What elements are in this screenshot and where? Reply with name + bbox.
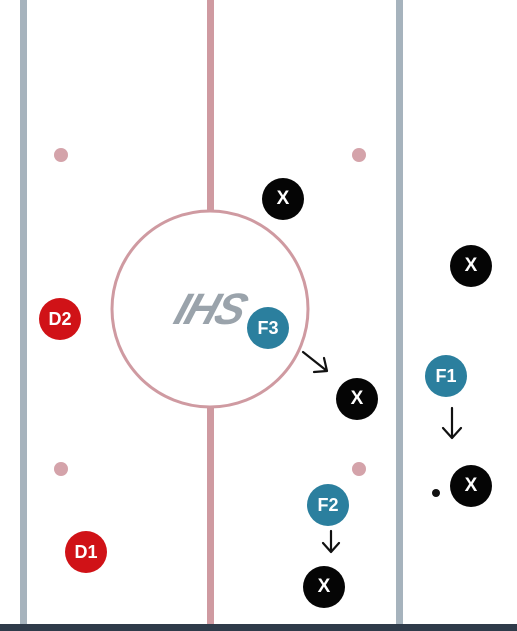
player-f1: F1	[425, 355, 467, 397]
opponent-marker: X	[303, 566, 345, 608]
faceoff-dot-top-left	[54, 148, 68, 162]
opponent-marker: X	[336, 378, 378, 420]
center-faceoff-circle	[110, 209, 310, 409]
puck-icon	[432, 489, 440, 497]
right-blue-line	[396, 0, 403, 624]
opponent-marker: X	[262, 178, 304, 220]
player-f2: F2	[307, 484, 349, 526]
faceoff-dot-top-right	[352, 148, 366, 162]
f3-arrow-icon	[301, 350, 329, 374]
left-blue-line	[20, 0, 27, 624]
f2-arrow-icon	[321, 529, 341, 554]
bottom-border	[0, 624, 517, 631]
opponent-marker: X	[450, 465, 492, 507]
player-d2: D2	[39, 298, 81, 340]
faceoff-dot-bottom-left	[54, 462, 68, 476]
player-d1: D1	[65, 531, 107, 573]
arrow-icon	[301, 350, 463, 554]
opponent-marker: X	[450, 245, 492, 287]
faceoff-dot-bottom-right	[352, 462, 366, 476]
player-f3: F3	[247, 307, 289, 349]
f1-arrow-icon	[441, 406, 463, 440]
